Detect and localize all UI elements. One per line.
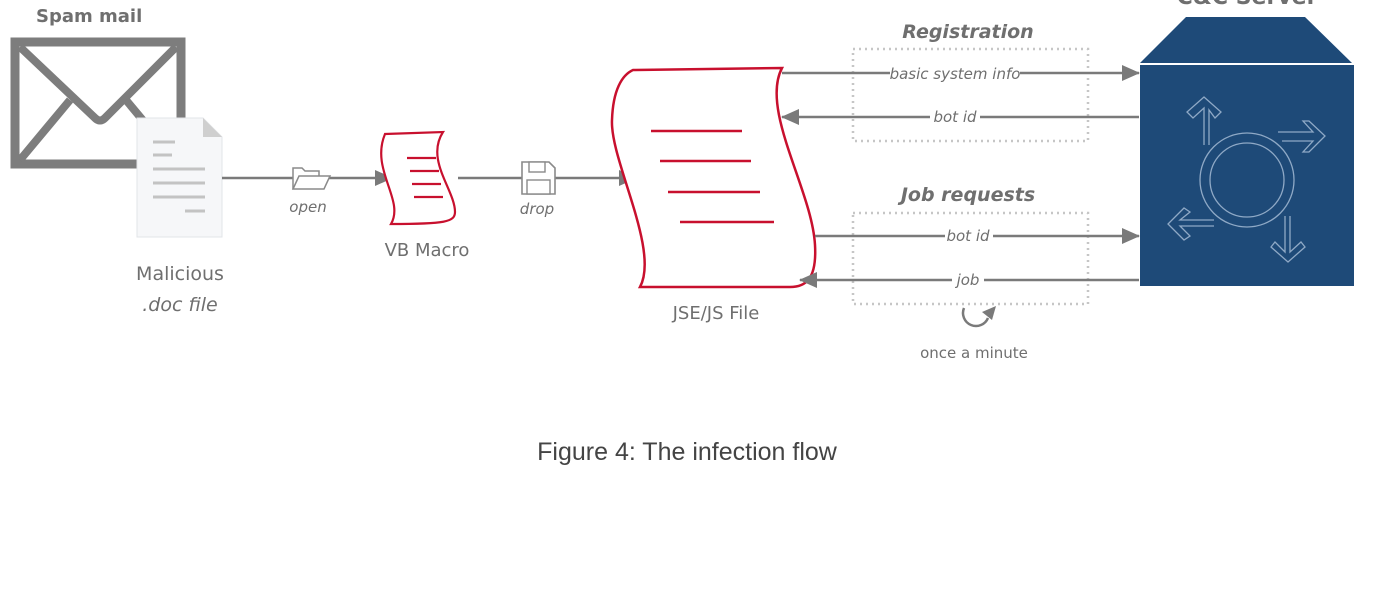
folder-icon bbox=[291, 167, 332, 190]
basic-info-label: basic system info bbox=[890, 65, 1021, 83]
loop-arrow-icon bbox=[961, 306, 996, 328]
server-label: C&C Server bbox=[1177, 0, 1318, 10]
doc-label-line1: Malicious bbox=[136, 263, 224, 285]
jse-file-scroll-icon bbox=[610, 66, 817, 289]
open-label: open bbox=[289, 198, 326, 216]
frequency-label: once a minute bbox=[920, 344, 1028, 362]
job-requests-title: Job requests bbox=[897, 184, 1035, 206]
floppy-disk-icon bbox=[521, 161, 556, 195]
vb-macro-label: VB Macro bbox=[385, 240, 470, 261]
jse-file-label: JSE/JS File bbox=[672, 303, 760, 324]
document-icon bbox=[136, 117, 223, 238]
server-icon bbox=[1140, 17, 1354, 286]
drop-label: drop bbox=[520, 200, 554, 218]
registration-bot-id-label: bot id bbox=[933, 108, 977, 126]
vb-macro-scroll-icon bbox=[380, 130, 457, 226]
job-requests-box bbox=[851, 211, 1090, 306]
job-bot-id-label: bot id bbox=[946, 227, 990, 245]
spam-mail-label: Spam mail bbox=[36, 6, 142, 27]
registration-title: Registration bbox=[902, 21, 1033, 43]
registration-box bbox=[851, 47, 1090, 143]
job-label: job bbox=[955, 271, 980, 289]
envelope-icon bbox=[10, 37, 186, 169]
figure-caption: Figure 4: The infection flow bbox=[537, 438, 837, 466]
doc-label-line2: .doc file bbox=[142, 294, 217, 316]
